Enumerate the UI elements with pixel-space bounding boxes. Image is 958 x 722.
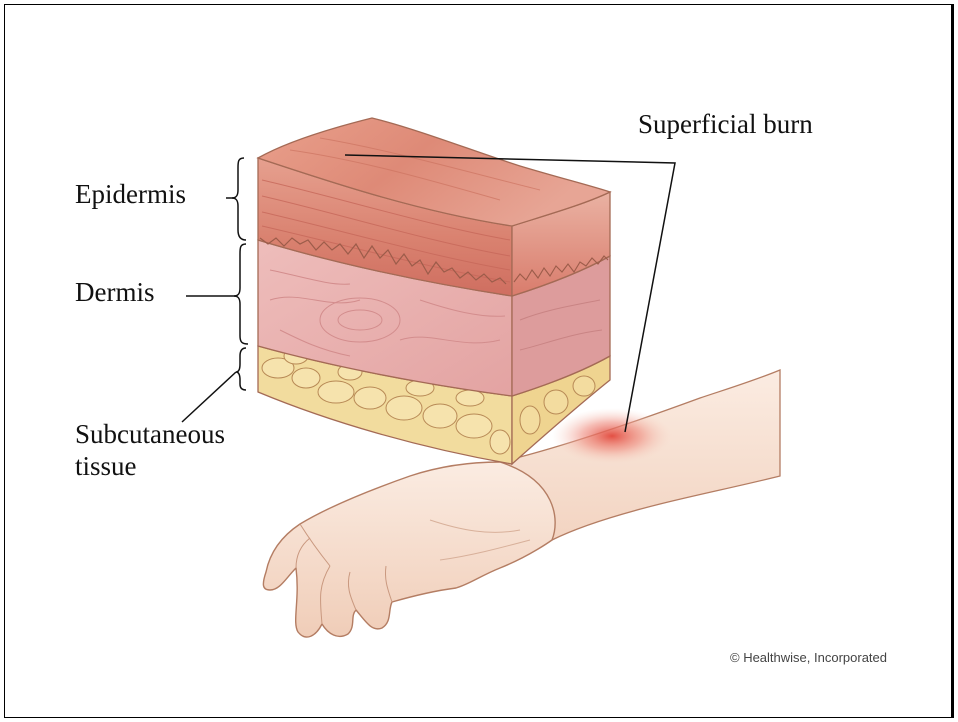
subcutaneous-leader (182, 372, 236, 422)
hand (263, 462, 555, 637)
dermis-bracket (234, 244, 248, 344)
dermis-label: Dermis (75, 278, 154, 308)
burn-area (552, 408, 672, 464)
epidermis-label: Epidermis (75, 180, 186, 210)
skin-block (258, 118, 610, 464)
superficial-burn-label: Superficial burn (638, 110, 813, 140)
subcutaneous-bracket (236, 348, 246, 390)
layer-brackets (232, 158, 248, 390)
subcutaneous-label-line1: Subcutaneous (75, 420, 225, 450)
subcutaneous-label-line2: tissue (75, 452, 137, 482)
copyright-credit: © Healthwise, Incorporated (730, 650, 887, 665)
epidermis-bracket (232, 158, 246, 240)
